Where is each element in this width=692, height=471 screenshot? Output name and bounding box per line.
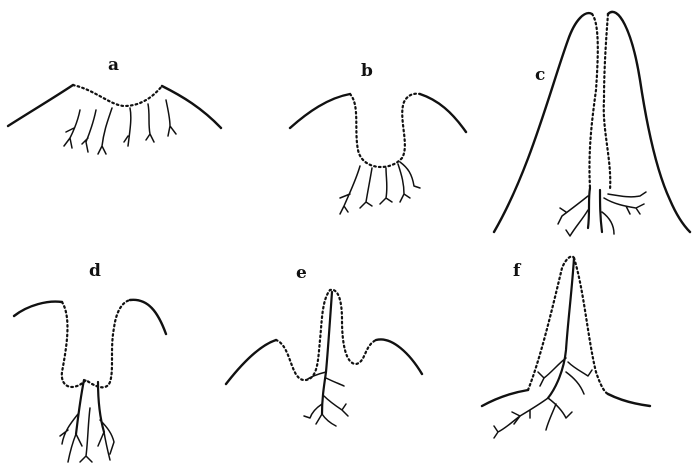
panel-b-surface-right [420,94,466,132]
panel-c-dotted-left [589,14,597,188]
panel-d: d [14,261,166,462]
panel-a-surface-left [8,85,73,126]
panel-c-surface-left [494,13,592,232]
panel-b-dotted-zone [350,94,420,167]
panel-label-e: e [296,263,307,283]
panel-a-roots [64,100,176,154]
panel-f-surface-right [608,394,650,406]
panel-b: b [290,61,466,214]
panel-c-roots [558,188,646,236]
panel-d-roots [60,380,114,462]
panel-c-surface-right [608,12,690,232]
panel-c: c [494,12,690,236]
panel-f-surface-left [482,390,528,406]
panel-label-d: d [89,261,101,281]
panel-d-surface-left [14,302,62,316]
panel-f-dotted-left [528,256,574,390]
panel-e-surface-right [376,339,422,374]
panel-a-dotted-zone [73,85,162,106]
panel-c-dotted-right [604,14,611,190]
panel-label-b: b [361,61,373,81]
panel-a-surface-right [162,86,221,128]
panel-e-surface-left [226,340,276,384]
panel-b-roots [340,162,420,214]
panel-e: e [226,263,422,426]
panel-f-roots [494,258,592,438]
panel-b-surface-left [290,94,350,128]
panel-d-surface-right [130,300,166,334]
panel-a: a [8,55,221,154]
panel-label-f: f [513,261,522,281]
panel-label-a: a [108,55,119,75]
panel-f: f [482,256,650,438]
panel-label-c: c [535,65,545,85]
panel-d-dotted-zone [62,300,130,387]
panel-f-dotted-right [574,258,608,394]
